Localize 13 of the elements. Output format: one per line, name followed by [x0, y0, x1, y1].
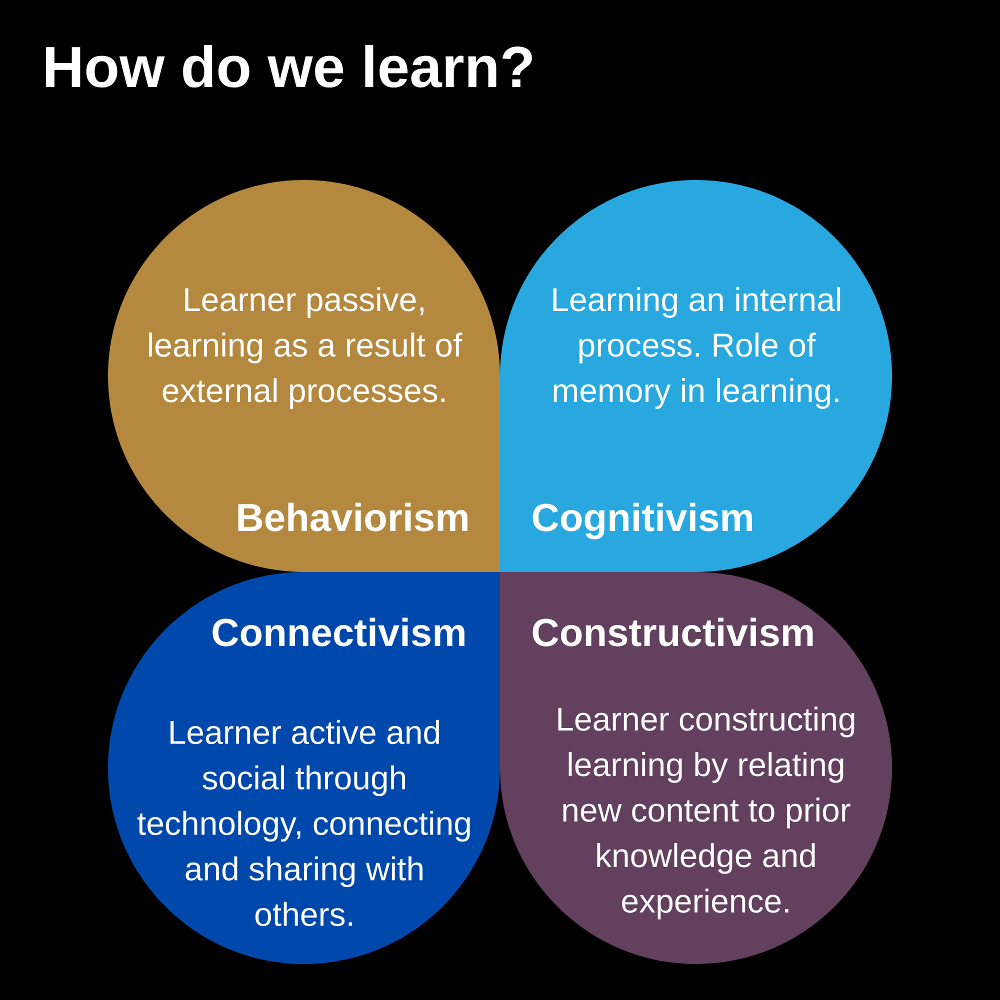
petal: [108, 180, 500, 572]
title: How do we learn?: [46, 44, 532, 88]
petal: [108, 572, 500, 964]
description: Learner active and social through technology, connecting and sharing with others.: [137, 720, 470, 926]
petal: [500, 572, 892, 964]
description: Learner constructing learning by relating new content to prior knowledge and experience.: [558, 706, 854, 920]
heading: Cognitivism: [532, 502, 752, 540]
heading: Constructivism: [532, 618, 813, 646]
petal: [500, 180, 892, 572]
heading: Connectivism: [212, 618, 464, 646]
description: Learning an internal process. Role of memory in learning.: [553, 287, 840, 409]
heading: Behaviorism: [238, 502, 468, 532]
description: Learner passive, learning as a result of external processes.: [148, 287, 462, 409]
